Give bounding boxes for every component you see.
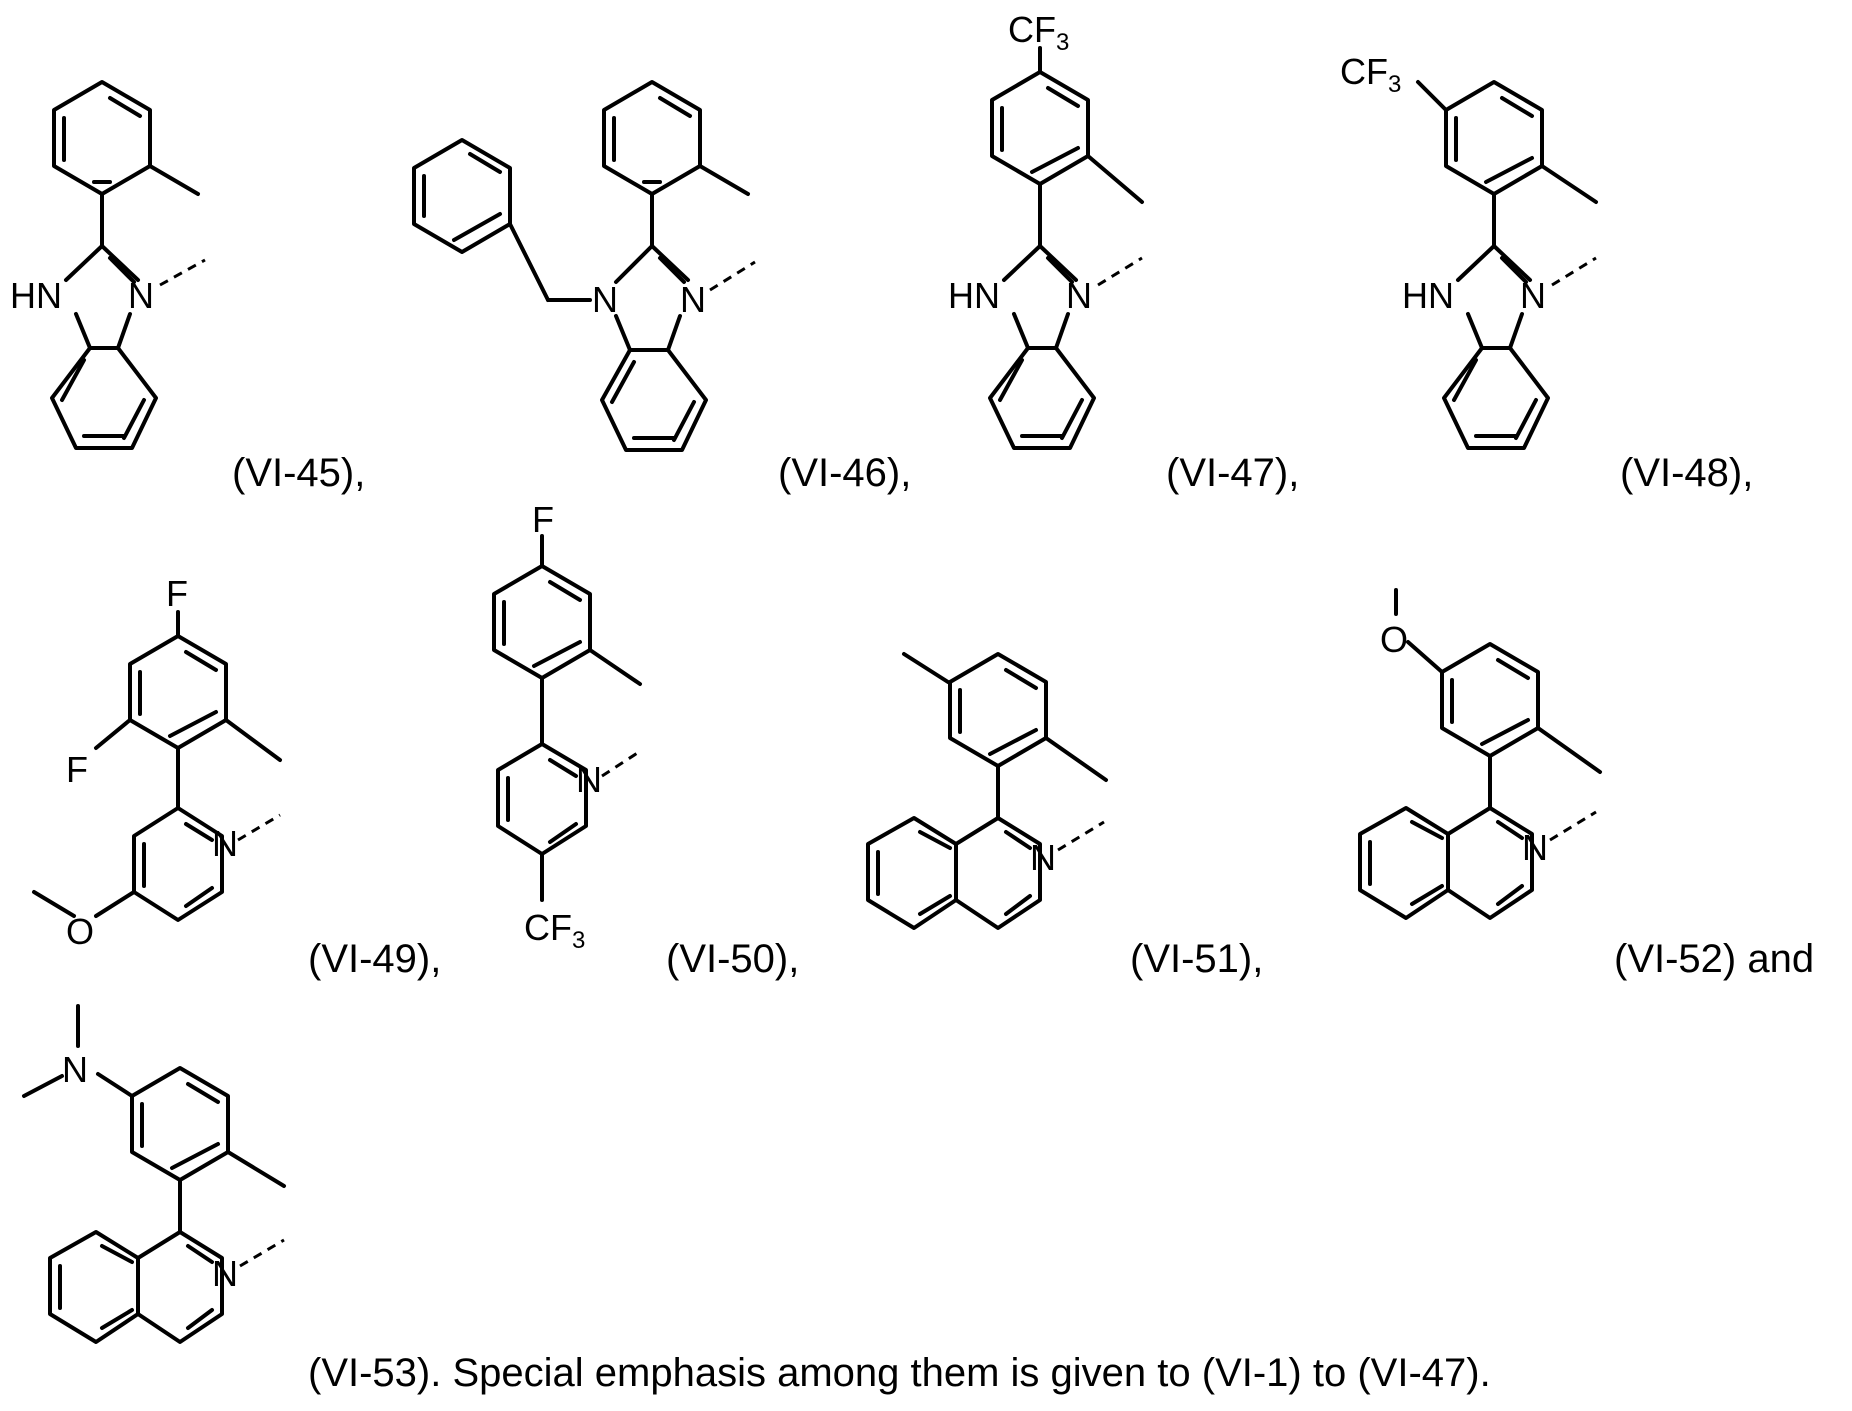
atom-hn: HN — [948, 275, 1000, 316]
atom-n: N — [212, 823, 238, 864]
label-vi-47: (VI-47), — [1166, 451, 1299, 495]
label-vi-45: (VI-45), — [232, 451, 365, 495]
structure-vi-51: N (VI-51), — [868, 654, 1263, 981]
label-vi-53-caption: (VI-53). Special emphasis among them is … — [308, 1351, 1491, 1395]
atom-n-benzyl: N — [592, 279, 618, 320]
label-vi-50: (VI-50), — [666, 937, 799, 981]
atom-n: N — [128, 275, 154, 316]
label-vi-48: (VI-48), — [1620, 451, 1753, 495]
structure-vi-48: CF3 HN N (VI-48), — [1340, 51, 1753, 495]
atom-hn: HN — [1402, 275, 1454, 316]
structure-vi-50: F N CF3 (VI-50), — [494, 499, 799, 981]
atom-n: N — [680, 279, 706, 320]
structure-vi-53: N N (VI-53). Special emphasis among them… — [24, 1006, 1491, 1395]
atom-f: F — [532, 499, 554, 540]
label-vi-49: (VI-49), — [308, 937, 441, 981]
atom-n: N — [1030, 837, 1056, 878]
atom-hn: HN — [10, 275, 62, 316]
structure-vi-47: CF3 HN N (VI-47), — [948, 9, 1299, 495]
structure-vi-45: HN N (VI-45), — [10, 82, 365, 495]
atom-n: N — [576, 759, 602, 800]
atom-n: N — [212, 1253, 238, 1294]
structure-vi-49: F F N O (VI-49), — [34, 573, 441, 981]
atom-cf3: CF3 — [1008, 9, 1069, 56]
atom-n: N — [1522, 827, 1548, 868]
label-vi-52: (VI-52) and — [1614, 937, 1814, 981]
atom-cf3: CF3 — [1340, 51, 1401, 98]
label-vi-51: (VI-51), — [1130, 937, 1263, 981]
atom-n: N — [1520, 275, 1546, 316]
label-vi-46: (VI-46), — [778, 451, 911, 495]
atom-n-dimethyl: N — [62, 1049, 88, 1090]
atom-f-ortho: F — [66, 749, 88, 790]
atom-n: N — [1066, 275, 1092, 316]
structure-vi-46: N N (VI-46), — [414, 82, 911, 495]
atom-o: O — [1380, 619, 1408, 660]
atom-f-para: F — [166, 573, 188, 614]
structure-vi-52: O N (VI-52) and — [1360, 590, 1814, 981]
atom-cf3: CF3 — [524, 907, 585, 954]
atom-o: O — [66, 911, 94, 952]
